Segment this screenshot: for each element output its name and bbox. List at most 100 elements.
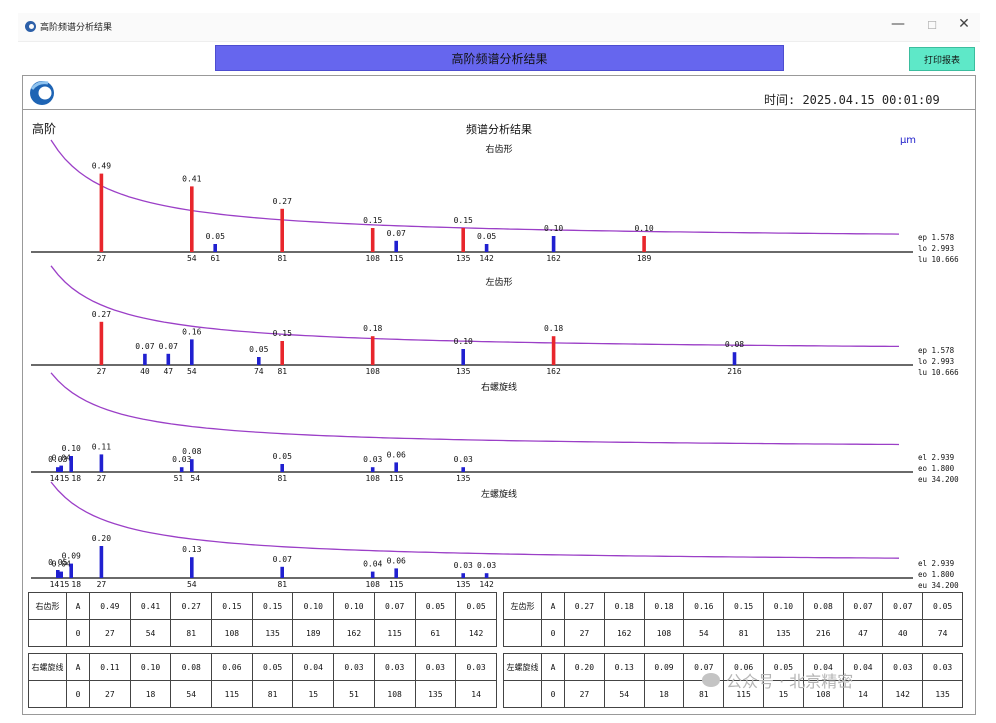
spectrum-bar [190, 557, 194, 578]
order-tick-label: 18 [71, 474, 81, 483]
amp-cell: 0.03 [373, 653, 416, 681]
order-label: 0 [541, 619, 565, 647]
order-cell: 54 [170, 680, 213, 708]
amp-cell: 0.27 [170, 592, 213, 620]
print-report-button[interactable]: 打印报表 [909, 47, 975, 71]
order-tick-label: 74 [254, 367, 264, 376]
amp-cell: 0.07 [882, 592, 924, 620]
amp-cell: 0.08 [802, 592, 844, 620]
order-cell: 115 [373, 619, 416, 647]
spectrum-bar [56, 570, 60, 578]
tolerance-param: ep 1.578 [918, 233, 955, 242]
value-label: 0.18 [544, 324, 563, 333]
order-cell: 18 [643, 680, 685, 708]
tolerance-param: eo 1.800 [918, 464, 955, 473]
order-cell: 61 [414, 619, 457, 647]
amp-cell: 0.05 [414, 592, 457, 620]
order-tick-label: 27 [97, 474, 107, 483]
value-label: 0.10 [544, 224, 563, 233]
amp-cell: 0.04 [802, 653, 844, 681]
tolerance-param: lo 2.993 [918, 244, 954, 253]
amp-cell: 0.10 [333, 592, 375, 620]
spectrum-bar [370, 467, 375, 472]
amp-cell: 0.03 [414, 653, 457, 681]
order-cell: 81 [170, 619, 213, 647]
order-tick-label: 108 [365, 367, 380, 376]
limit-curve [50, 139, 900, 235]
title-bar: 高阶频谱分析结果 — ☐ ✕ [18, 13, 980, 42]
order-label: 0 [66, 619, 90, 647]
tolerance-param: lo 2.993 [918, 357, 954, 366]
order-cell: 135 [922, 680, 963, 708]
value-label: 0.15 [273, 329, 292, 338]
page-title-banner: 高阶频谱分析结果 [215, 45, 784, 71]
spectrum-bar [190, 186, 194, 252]
order-tick-label: 54 [190, 474, 200, 483]
print-report-label: 打印报表 [923, 55, 960, 66]
amp-cell: 0.06 [211, 653, 253, 681]
value-label: 0.41 [182, 174, 201, 183]
amp-cell: 0.05 [455, 592, 497, 620]
spectrum-bar [461, 228, 465, 252]
order-cell: 108 [211, 619, 253, 647]
value-label: 0.03 [48, 455, 67, 464]
value-label: 0.05 [249, 345, 268, 354]
order-cell: 81 [723, 619, 764, 647]
spectrum-bar [551, 236, 556, 252]
app-icon [25, 21, 36, 32]
spectrum-bar [99, 173, 104, 252]
value-label: 0.03 [363, 455, 382, 464]
order-tick-label: 162 [546, 367, 561, 376]
value-label: 0.49 [92, 162, 111, 171]
spectrum-bar [166, 353, 171, 365]
spectrum-bar [551, 336, 556, 365]
spectrum-bar [394, 240, 398, 252]
amp-cell: 0.06 [723, 653, 764, 681]
table-name: 左齿形 [503, 592, 542, 620]
amp-cell: 0.15 [251, 592, 294, 620]
spectrum-bar [190, 459, 194, 472]
tolerance-param: lu 10.666 [918, 368, 959, 377]
order-tick-label: 54 [187, 580, 197, 589]
amp-cell: 0.03 [333, 653, 375, 681]
amp-cell: 0.18 [603, 592, 645, 620]
order-cell: 27 [89, 680, 131, 708]
tolerance-param: eo 1.800 [918, 570, 955, 579]
value-label: 0.20 [92, 534, 111, 543]
order-cell: 15 [292, 680, 335, 708]
value-label: 0.07 [387, 229, 406, 238]
minimize-button[interactable]: — [891, 16, 905, 32]
order-tick-label: 162 [546, 254, 561, 263]
spectrum-bar [280, 208, 284, 252]
maximize-button[interactable]: ☐ [927, 19, 937, 32]
amp-cell: 0.10 [292, 592, 335, 620]
spectrum-bar [394, 462, 398, 472]
order-tick-label: 54 [187, 254, 197, 263]
order-cell: 40 [882, 619, 924, 647]
order-tick-label: 18 [71, 580, 81, 589]
order-cell: 27 [564, 619, 605, 647]
spectrum-bar [99, 546, 104, 578]
order-tick-label: 115 [389, 474, 404, 483]
tolerance-param: el 2.939 [918, 453, 954, 462]
spectrum-bar [99, 321, 104, 365]
order-cell: 18 [129, 680, 172, 708]
tolerance-param: lu 10.666 [918, 255, 959, 264]
amp-cell: 0.41 [129, 592, 172, 620]
order-tick-label: 15 [60, 580, 70, 589]
value-label: 0.27 [92, 310, 111, 319]
value-label: 0.05 [206, 232, 225, 241]
value-label: 0.03 [172, 455, 191, 464]
spectrum-bar [370, 228, 375, 252]
order-tick-label: 142 [479, 254, 494, 263]
value-label: 0.06 [387, 556, 406, 565]
close-button[interactable]: ✕ [958, 16, 970, 32]
amp-cell: 0.07 [373, 592, 416, 620]
value-label: 0.05 [273, 452, 292, 461]
order-cell: 54 [129, 619, 172, 647]
page-title: 高阶频谱分析结果 [451, 51, 548, 66]
amp-cell: 0.15 [723, 592, 764, 620]
panel-title: 左齿形 [485, 276, 512, 288]
